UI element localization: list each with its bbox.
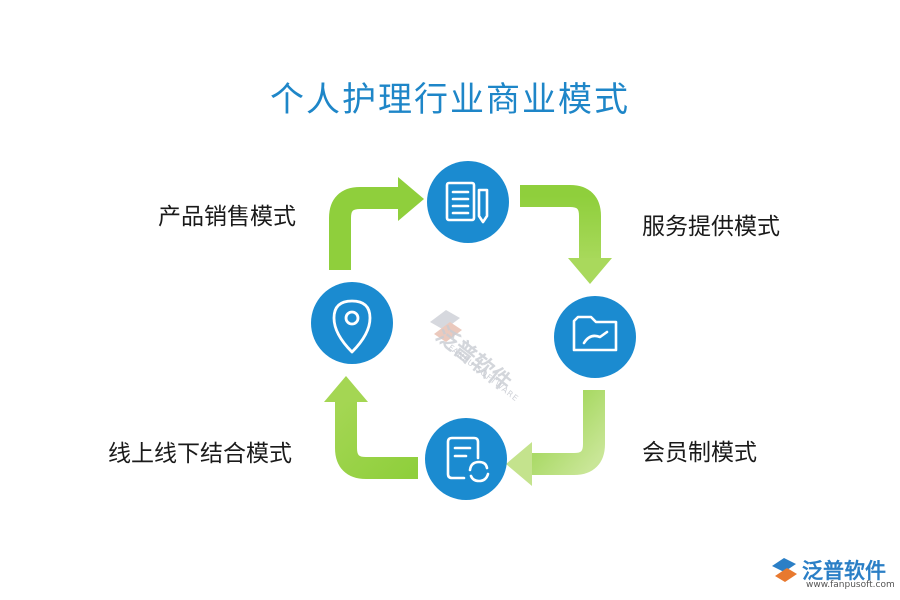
location-pin-icon xyxy=(332,299,372,354)
label-product-sales: 产品销售模式 xyxy=(158,204,296,230)
label-service-provision: 服务提供模式 xyxy=(642,214,780,240)
document-pencil-icon xyxy=(445,181,489,224)
brand-logo-icon xyxy=(772,558,797,582)
arrow-bottom-to-left xyxy=(324,376,418,479)
arrow-top-to-right xyxy=(520,185,612,284)
page-title: 个人护理行业商业模式 xyxy=(270,80,630,120)
brand-url: www.fanpusoft.com xyxy=(806,580,895,590)
node-top xyxy=(427,161,509,243)
arrow-left-to-top xyxy=(329,177,424,270)
watermark-logo-icon xyxy=(430,310,462,342)
node-right xyxy=(554,296,636,378)
brand: 泛普软件 www.fanpusoft.com xyxy=(768,555,895,593)
node-bottom xyxy=(425,418,507,500)
brand-name: 泛普软件 xyxy=(802,559,886,583)
document-refresh-icon xyxy=(446,436,490,483)
label-online-offline: 线上线下结合模式 xyxy=(108,441,292,467)
label-membership: 会员制模式 xyxy=(642,440,757,466)
node-left xyxy=(311,282,393,364)
arrow-right-to-bottom xyxy=(506,390,605,486)
folder-icon xyxy=(572,315,618,352)
